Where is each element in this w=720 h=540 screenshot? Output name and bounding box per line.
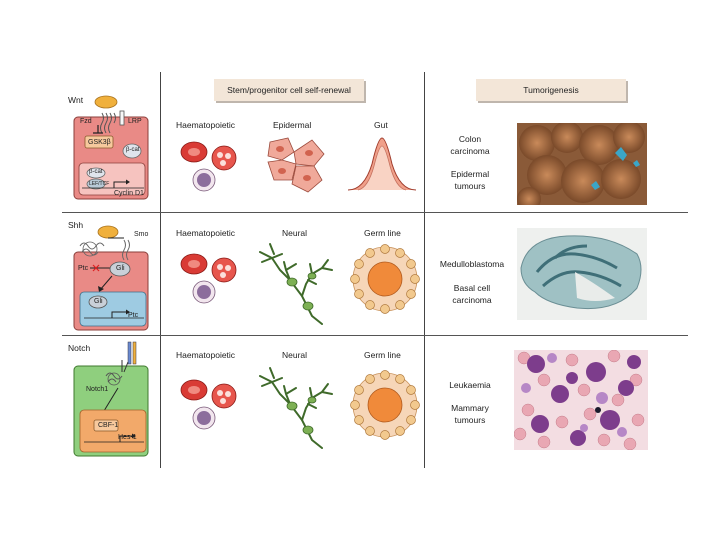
notch1-label: Notch1 [86, 386, 108, 393]
smo-label: Smo [134, 231, 148, 238]
gut-villus-illustration [346, 134, 418, 192]
neural-cells-illustration-2 [256, 364, 338, 450]
lrp-receptor [120, 111, 124, 125]
divider-vertical-2 [424, 72, 425, 468]
colon-carcinoma-image [517, 123, 647, 205]
cell-title-haematopoietic-2: Haematopoietic [176, 228, 235, 238]
wnt-pathway-diagram [62, 93, 158, 201]
fzd-label: Fzd [80, 118, 92, 125]
tumour-label-leukaemia: Leukaemia [440, 379, 500, 391]
self-renewal-header-text: Stem/progenitor cell self-renewal [227, 85, 351, 95]
beta-cat-free-label: β-cat [126, 147, 139, 153]
shh-nucleus [80, 292, 146, 326]
germ-line-cells-illustration-2 [350, 370, 420, 440]
tumorigenesis-header-text: Tumorigenesis [523, 85, 578, 95]
beta-cat-nuclear-label: β-cat [89, 169, 102, 175]
tumour-label-medulloblastoma: Medulloblastoma [432, 258, 512, 270]
divider-vertical-1 [160, 72, 161, 468]
gsk3b-label: GSK3β [88, 139, 111, 146]
ptc-target-label: Ptc [128, 312, 138, 319]
haematopoietic-cells-illustration-3 [176, 374, 246, 434]
neural-cells-illustration-1 [256, 240, 338, 326]
cbf1-label: CBF-1 [98, 422, 118, 429]
divider-row-2 [62, 335, 688, 336]
lrp-label: LRP [128, 118, 142, 125]
cell-title-haematopoietic-1: Haematopoietic [176, 120, 235, 130]
hes1-label: Hes-1 [118, 434, 137, 441]
germ-line-cells-illustration-1 [350, 244, 420, 314]
shh-ligand [98, 226, 118, 238]
haematopoietic-cells-illustration-1 [176, 136, 246, 196]
leukaemia-image [514, 350, 648, 450]
lef-tcf-label: LEF/TCF [89, 181, 109, 187]
cyclin-d1-label: Cyclin D1 [114, 190, 144, 197]
gli-free-label: Gli [116, 265, 125, 272]
cell-title-epidermal: Epidermal [273, 120, 311, 130]
cell-title-germ-line-1: Germ line [364, 228, 401, 238]
tumorigenesis-header: Tumorigenesis [476, 79, 626, 101]
cell-title-germ-line-2: Germ line [364, 350, 401, 360]
cell-title-gut: Gut [374, 120, 388, 130]
haematopoietic-cells-illustration-2 [176, 248, 246, 308]
tumour-label-basal-cell: Basal cell carcinoma [446, 282, 498, 306]
wnt-ligand [95, 96, 117, 108]
ptc-receptor-label: Ptc [78, 265, 88, 272]
gli-nuclear-label: Gli [94, 298, 103, 305]
tumour-label-colon: Colon carcinoma [446, 133, 494, 157]
cell-title-neural-1: Neural [282, 228, 307, 238]
self-renewal-header: Stem/progenitor cell self-renewal [214, 79, 364, 101]
divider-row-1 [62, 212, 688, 213]
cell-title-haematopoietic-3: Haematopoietic [176, 350, 235, 360]
cell-title-neural-2: Neural [282, 350, 307, 360]
tumour-label-epidermal: Epidermal tumours [444, 168, 496, 192]
medulloblastoma-image [517, 228, 647, 320]
notch-pathway-diagram [62, 340, 158, 460]
shh-pathway-diagram [62, 222, 158, 332]
epidermal-cells-illustration [262, 132, 332, 196]
tumour-label-mammary: Mammary tumours [444, 402, 496, 426]
